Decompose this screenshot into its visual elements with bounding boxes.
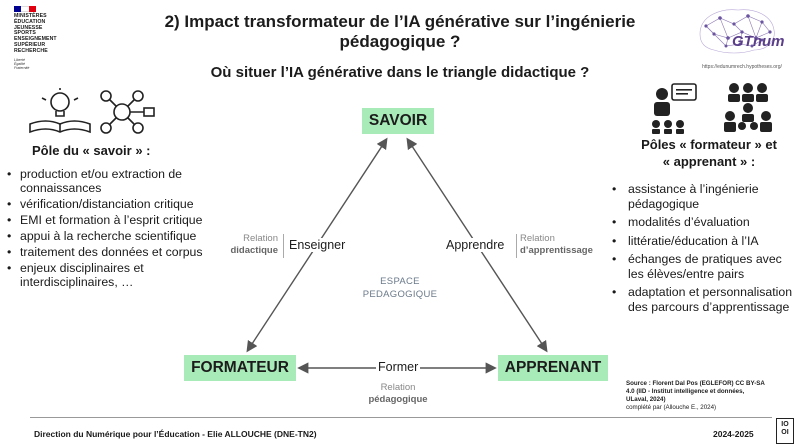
left-relation-label: Relation didactique — [226, 233, 278, 257]
separator — [283, 234, 284, 258]
source-line: 4.0 (IID - Institut intelligence et donn… — [626, 388, 745, 395]
source-citation: Source : Florent Dal Pos (EGLEFOR) CC BY… — [626, 380, 798, 412]
left-pole-title: Pôle du « savoir » : — [32, 143, 151, 158]
list-item: production et/ou extraction de connaissa… — [4, 167, 209, 196]
list-item: EMI et formation à l’esprit critique — [4, 213, 209, 228]
knowledge-icons — [29, 88, 155, 134]
list-item: littératie/éducation à l’IA — [606, 234, 800, 249]
center-label-line: ESPACE — [380, 276, 420, 287]
right-pole-list: assistance à l’ingénierie pédagogique mo… — [606, 182, 800, 319]
ministry-line: SPORTS — [14, 30, 36, 37]
list-item: adaptation et personnalisation des parco… — [606, 285, 800, 315]
brain-network-icon — [699, 9, 775, 54]
right-pole-title-line: « apprenant » : — [662, 154, 756, 169]
center-label-line: PEDAGOGIQUE — [362, 289, 438, 300]
pedagogical-space-label: ESPACE PEDAGOGIQUE — [330, 275, 470, 301]
relation-type: pédagogique — [368, 394, 428, 405]
verb-former: Former — [376, 360, 421, 374]
right-pole-title: Pôles « formateur » et « apprenant » : — [624, 136, 794, 170]
footer-divider — [30, 417, 772, 418]
list-item: échanges de pratiques avec les élèves/en… — [606, 252, 800, 282]
list-item: vérification/distanciation critique — [4, 197, 209, 212]
verb-enseigner: Enseigner — [287, 238, 348, 252]
relation-word: Relation — [380, 382, 416, 393]
ministry-devise: Fraternité — [14, 65, 30, 70]
relation-word: Relation — [520, 233, 555, 244]
footer-author: Direction du Numérique pour l’Éducation … — [34, 429, 317, 439]
source-line: complété par (Allouche E., 2024) — [626, 404, 717, 411]
bottom-relation-label: Relation pédagogique — [346, 382, 450, 406]
relation-type: didactique — [230, 245, 278, 256]
right-pole-title-line: Pôles « formateur » et — [641, 137, 777, 152]
teacher-icon — [652, 83, 697, 134]
separator — [516, 234, 517, 258]
ministry-logo: MINISTÈRES ÉDUCATION JEUNESSE SPORTS ENS… — [14, 6, 84, 70]
ministry-line: SUPÉRIEUR — [14, 41, 46, 48]
node-formateur: FORMATEUR — [184, 355, 296, 381]
footer-year: 2024-2025 — [713, 429, 754, 439]
ministry-line: RECHERCHE — [14, 47, 48, 54]
right-relation-label: Relation d’apprentissage — [520, 233, 593, 257]
knowledge-network-icon — [100, 90, 155, 134]
title-line-1: 2) Impact transformateur de l’IA générat… — [164, 12, 636, 31]
ministry-devise: Égalité — [14, 61, 25, 66]
french-flag-icon — [14, 6, 36, 12]
learners-group-icon — [724, 83, 772, 132]
list-item: traitement des données et corpus — [4, 245, 209, 260]
source-line: Source : Florent Dal Pos (EGLEFOR) CC BY… — [626, 380, 765, 387]
ministry-line: JEUNESSE — [14, 24, 43, 31]
gtnum-name: GTnum — [732, 33, 785, 50]
list-item: enjeux disciplinaires et interdisciplina… — [4, 261, 209, 290]
left-pole-list: production et/ou extraction de connaissa… — [4, 167, 209, 292]
gtnum-url[interactable]: https://edunumrech.hypotheses.org/ — [702, 64, 782, 70]
node-savoir: SAVOIR — [362, 108, 434, 134]
source-line: ULaval, 2024) — [626, 396, 666, 403]
title-line-2: pédagogique ? — [339, 32, 461, 51]
verb-apprendre: Apprendre — [444, 238, 507, 252]
list-item: modalités d’évaluation — [606, 215, 800, 230]
ministry-line: ENSEIGNEMENT — [14, 36, 57, 43]
footer-logo-icon: IO OI — [776, 418, 794, 444]
ministry-line: MINISTÈRES — [14, 13, 47, 19]
list-item: assistance à l’ingénierie pédagogique — [606, 182, 800, 212]
ministry-line: ÉDUCATION — [14, 18, 46, 25]
page-subtitle: Où situer l’IA générative dans le triang… — [210, 64, 590, 81]
book-lightbulb-icon — [29, 88, 91, 134]
relation-type: d’apprentissage — [520, 245, 593, 256]
ministry-devise: Liberté — [14, 57, 25, 62]
page-title: 2) Impact transformateur de l’IA générat… — [140, 12, 660, 52]
people-icons — [652, 83, 772, 134]
relation-word: Relation — [243, 233, 278, 244]
node-apprenant: APPRENANT — [498, 355, 608, 381]
list-item: appui à la recherche scientifique — [4, 229, 209, 244]
